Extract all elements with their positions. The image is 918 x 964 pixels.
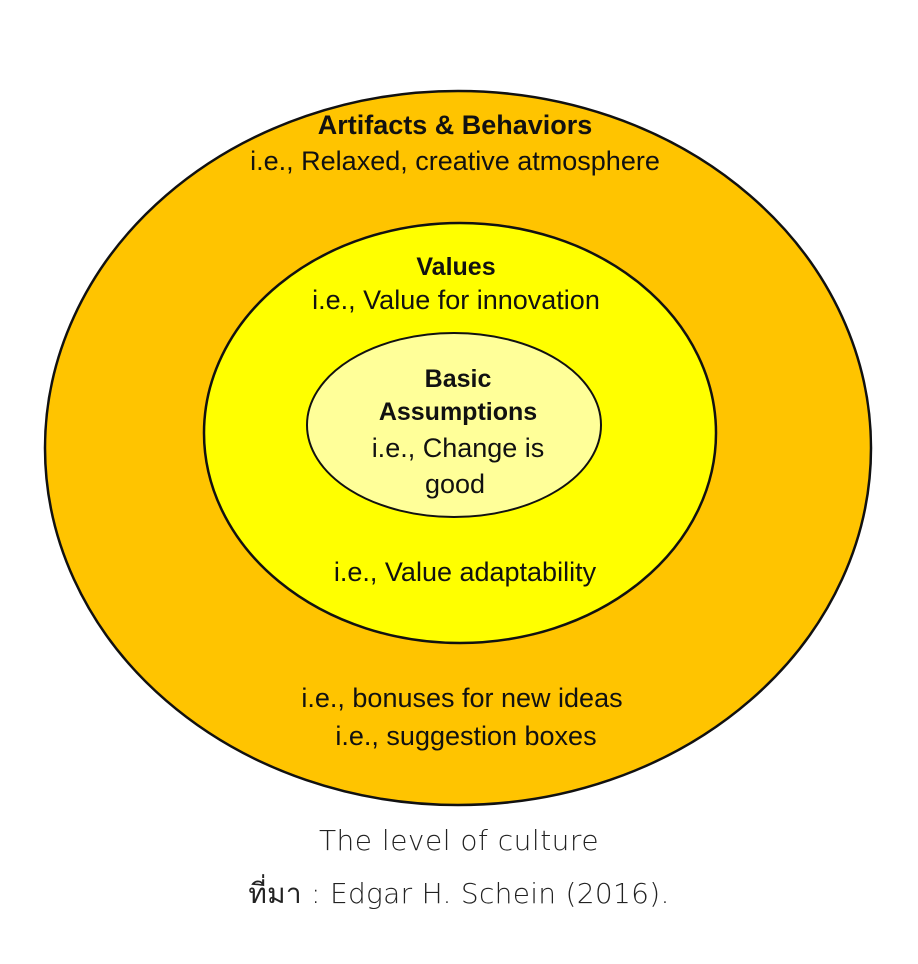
outer-layer-example-3: i.e., suggestion boxes <box>335 721 596 751</box>
inner-layer-title-line-1: Basic <box>425 365 492 393</box>
culture-levels-diagram: Artifacts & Behaviors i.e., Relaxed, cre… <box>43 89 873 807</box>
inner-layer-title-line-2: Assumptions <box>379 398 537 426</box>
inner-layer-assumptions <box>306 332 602 518</box>
outer-layer-example-2: i.e., bonuses for new ideas <box>301 683 622 713</box>
inner-layer-example-line-1: i.e., Change is <box>372 433 545 463</box>
middle-layer-example-1: i.e., Value for innovation <box>312 285 600 315</box>
figure-caption-title: The level of culture <box>318 824 600 857</box>
outer-layer-example-1: i.e., Relaxed, creative atmosphere <box>250 146 660 176</box>
figure-caption-source: ที่มา : Edgar H. Schein (2016). <box>248 877 670 910</box>
middle-layer-title: Values <box>416 253 495 281</box>
inner-layer-example-line-2: good <box>425 469 485 499</box>
outer-layer-title: Artifacts & Behaviors <box>318 110 593 140</box>
middle-layer-example-2: i.e., Value adaptability <box>334 557 597 587</box>
